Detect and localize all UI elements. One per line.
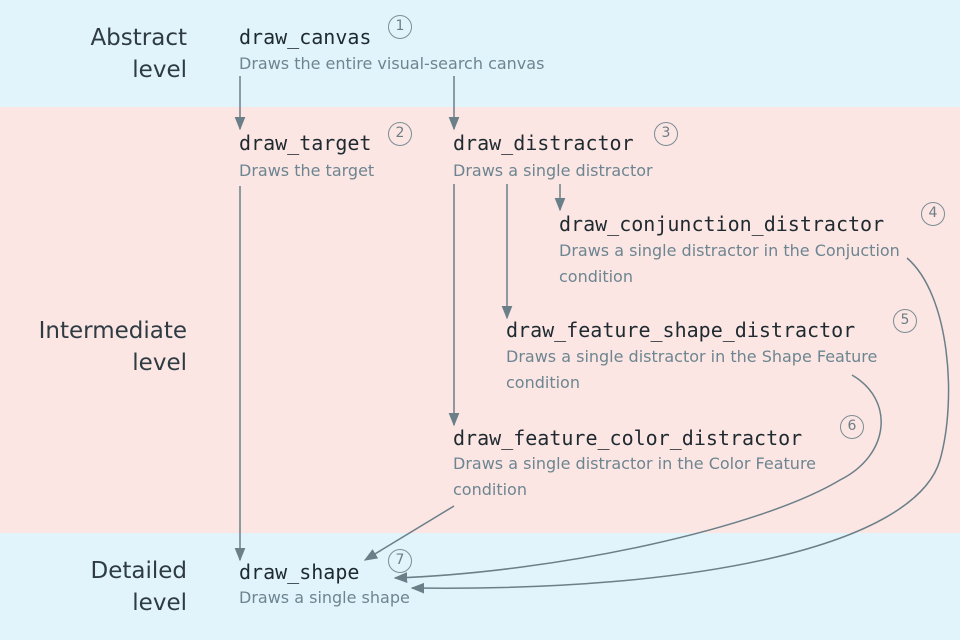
- arrow-conjunction-to-shape: [410, 257, 950, 594]
- badge-2: 2: [388, 122, 412, 146]
- badge-7: 7: [388, 549, 412, 573]
- intermediate-level-band: [0, 107, 960, 533]
- description-draw-conjunction-distractor-line-1: Draws a single distractor in the Conjuct…: [559, 241, 900, 260]
- function-draw-target: draw_target: [239, 131, 372, 155]
- description-draw-distractor: Draws a single distractor: [453, 161, 653, 180]
- badge-1: 1: [388, 15, 412, 39]
- badge-5: 5: [893, 309, 917, 333]
- function-draw-conjunction-distractor: draw_conjunction_distractor: [559, 212, 885, 236]
- arrow-feature-shape-to-shape: [393, 374, 882, 583]
- description-draw-feature-shape-distractor-line-1: Draws a single distractor in the Shape F…: [506, 347, 878, 366]
- description-draw-shape: Draws a single shape: [239, 588, 410, 607]
- abstract-level-band: [0, 0, 960, 107]
- function-draw-distractor: draw_distractor: [453, 131, 634, 155]
- description-draw-feature-shape-distractor-line-2: condition: [506, 373, 580, 392]
- badge-6: 6: [840, 415, 864, 439]
- arrow-feature-color-to-shape: [363, 505, 455, 561]
- function-draw-feature-color-distractor: draw_feature_color_distractor: [453, 426, 803, 450]
- description-draw-canvas: Draws the entire visual-search canvas: [239, 54, 545, 73]
- description-draw-feature-color-distractor-line-2: condition: [453, 480, 527, 499]
- badge-4: 4: [921, 202, 945, 226]
- function-draw-feature-shape-distractor: draw_feature_shape_distractor: [506, 318, 856, 342]
- description-draw-target: Draws the target: [239, 161, 375, 180]
- function-draw-canvas: draw_canvas: [239, 25, 372, 49]
- description-draw-conjunction-distractor-line-2: condition: [559, 267, 633, 286]
- function-draw-shape: draw_shape: [239, 560, 360, 584]
- description-draw-feature-color-distractor-line-1: Draws a single distractor in the Color F…: [453, 454, 817, 473]
- badge-3: 3: [654, 122, 678, 146]
